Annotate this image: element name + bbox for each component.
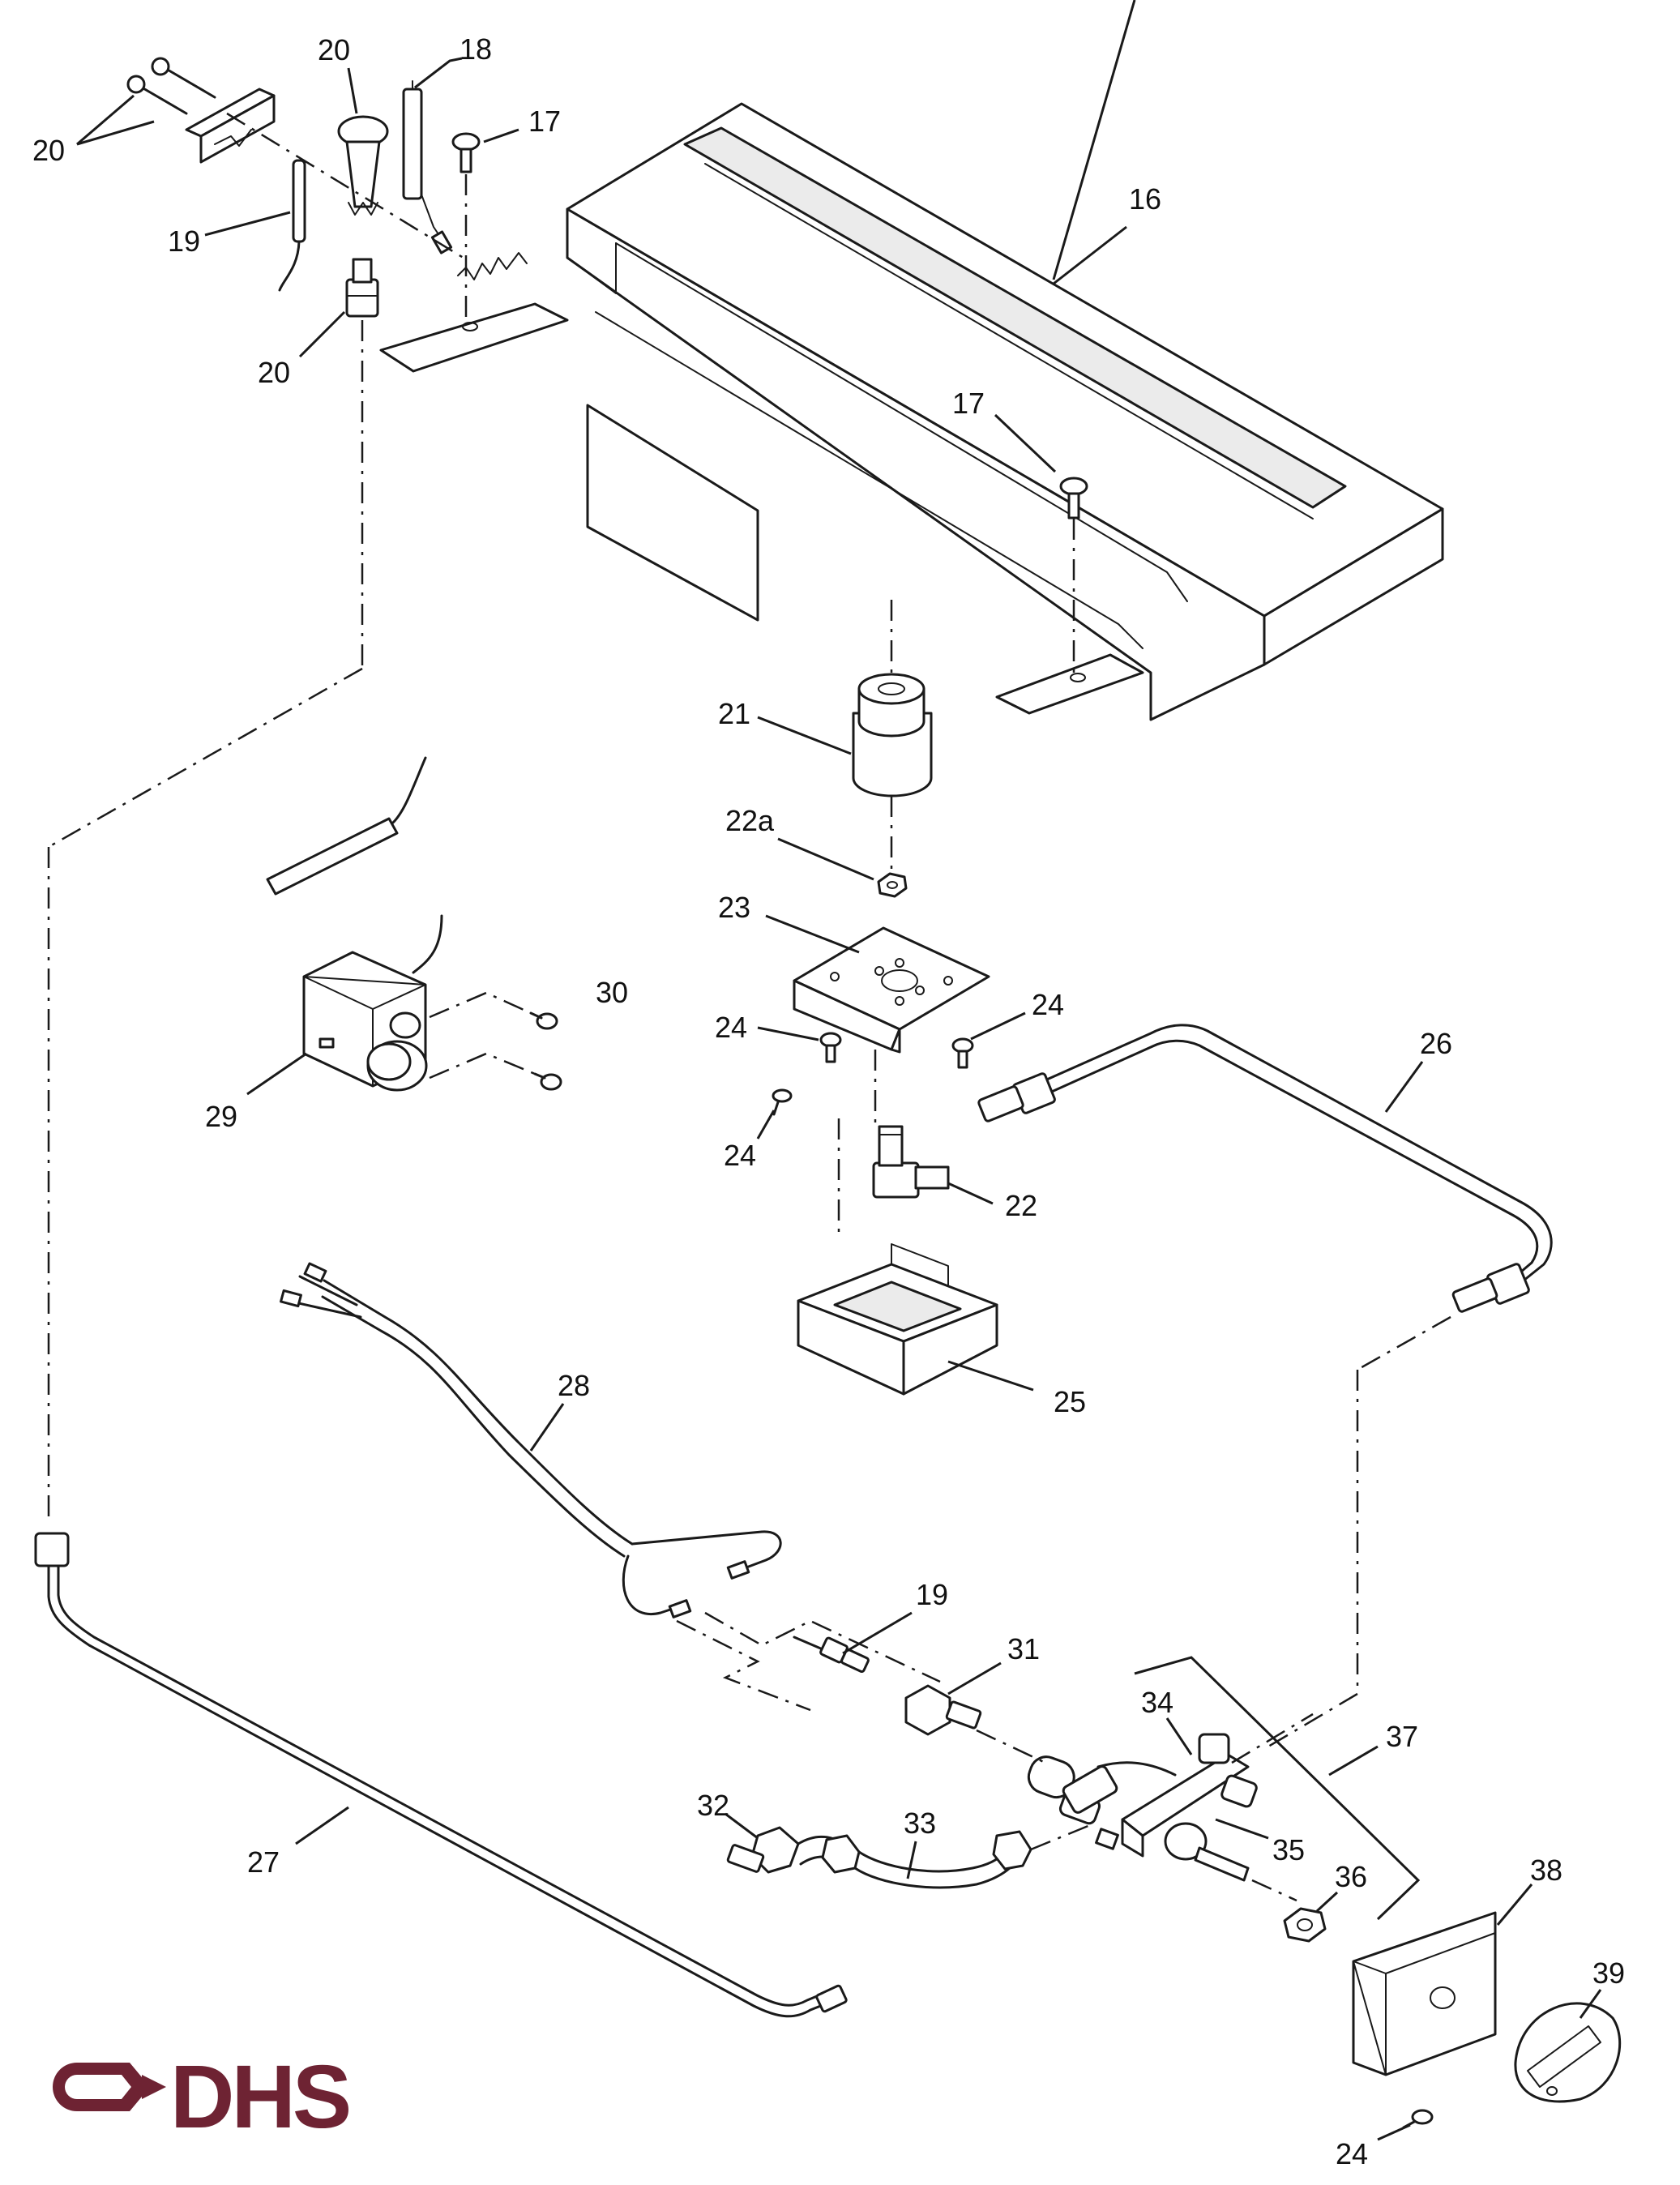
valve-bracket-38 xyxy=(1352,1911,1497,2076)
screw-24-left xyxy=(819,1032,842,1063)
wire-harness-28 xyxy=(280,1262,782,1618)
mounting-plate-23 xyxy=(793,926,990,1054)
callout-20-left: 20 xyxy=(32,134,65,167)
pilot-fitting-31 xyxy=(904,1684,982,1736)
callout-23: 23 xyxy=(718,891,750,924)
logo-text: DHS xyxy=(170,2047,349,2147)
lock-nut-36 xyxy=(1283,1907,1327,1943)
callout-20-top: 20 xyxy=(318,33,350,66)
bracket-screw-lower xyxy=(126,75,188,115)
screw-24-right xyxy=(951,1037,974,1069)
callout-16: 16 xyxy=(1129,182,1161,216)
logo-arrow-head xyxy=(142,2075,166,2099)
pilot-hood xyxy=(337,115,389,216)
callout-24-right: 24 xyxy=(1032,988,1064,1021)
callout-27: 27 xyxy=(247,1845,280,1879)
callout-32: 32 xyxy=(697,1789,729,1822)
screw-30-upper xyxy=(529,1011,558,1030)
bracket-screw-upper xyxy=(151,57,216,99)
fitting-32 xyxy=(726,1826,800,1874)
callout-39: 39 xyxy=(1592,1956,1625,1990)
callout-29: 29 xyxy=(205,1100,237,1133)
callout-26: 26 xyxy=(1420,1027,1452,1060)
sensor-probe xyxy=(266,756,427,896)
callout-24-left: 24 xyxy=(715,1011,747,1044)
thermocouple-19-top xyxy=(278,159,306,292)
callout-37: 37 xyxy=(1386,1720,1418,1753)
callout-19-lower: 19 xyxy=(916,1578,948,1611)
thermocouple-19-end xyxy=(793,1636,870,1674)
callout-35: 35 xyxy=(1272,1833,1305,1866)
callout-22a: 22a xyxy=(725,804,775,837)
burner-tray xyxy=(379,102,1444,721)
callout-38: 38 xyxy=(1530,1854,1562,1887)
callout-21: 21 xyxy=(718,697,750,730)
callout-36: 36 xyxy=(1335,1860,1367,1893)
elbow-fitting-22 xyxy=(872,1125,950,1199)
callout-33: 33 xyxy=(904,1807,936,1840)
callout-24-lower: 24 xyxy=(724,1139,756,1172)
callout-17-top: 17 xyxy=(528,105,561,138)
pilot-bracket xyxy=(185,88,276,164)
callout-19-top: 19 xyxy=(168,224,200,258)
callout-20-bottom: 20 xyxy=(258,356,290,389)
screw-24-lower xyxy=(772,1088,793,1116)
burner-cup-21 xyxy=(852,673,933,797)
gas-tube-26 xyxy=(977,1024,1553,1313)
pilot-orifice-fitting xyxy=(345,258,379,318)
screw-30-lower xyxy=(533,1072,562,1091)
callout-25: 25 xyxy=(1054,1385,1086,1418)
callout-30: 30 xyxy=(596,976,628,1009)
valve-manifold-35 xyxy=(1027,1733,1258,1882)
control-valve-29 xyxy=(302,914,443,1092)
callout-22: 22 xyxy=(1005,1189,1037,1222)
screw-17-top xyxy=(451,132,481,173)
callout-34: 34 xyxy=(1141,1686,1173,1719)
logo-arrow-mark xyxy=(53,2063,150,2111)
callout-31: 31 xyxy=(1007,1632,1040,1665)
control-knob-39 xyxy=(1514,2002,1622,2103)
nut-22a xyxy=(877,872,908,898)
heat-shield-25 xyxy=(797,1243,998,1396)
callout-24-bottom: 24 xyxy=(1336,2137,1368,2170)
electrode-18 xyxy=(402,80,453,254)
dhs-logo: DHS xyxy=(53,2047,353,2147)
screw-17-tray xyxy=(1059,477,1088,520)
callout-28: 28 xyxy=(558,1369,590,1402)
callout-18: 18 xyxy=(460,32,492,66)
callout-17-tray: 17 xyxy=(952,387,985,420)
pilot-tube-27 xyxy=(34,1532,848,2018)
flex-tube-33 xyxy=(797,1830,1032,1889)
